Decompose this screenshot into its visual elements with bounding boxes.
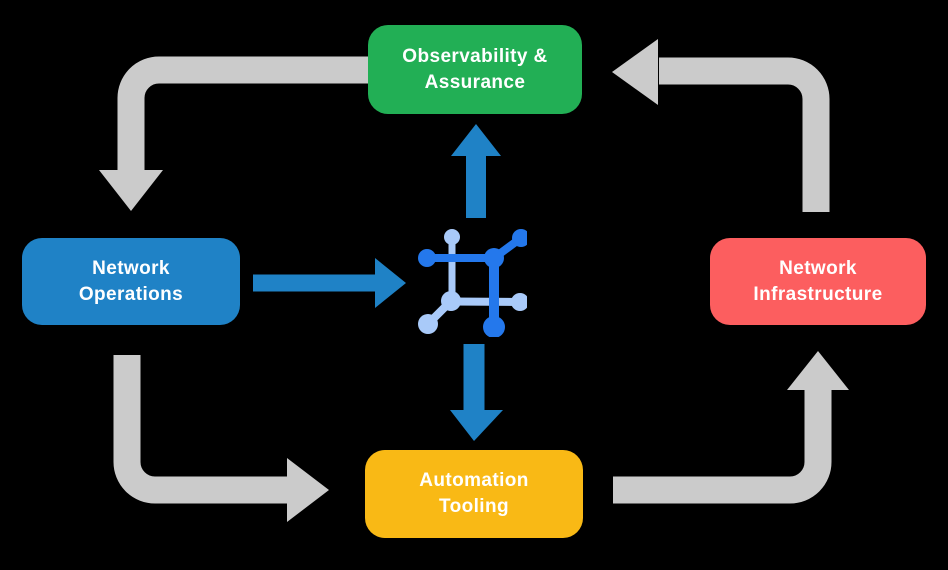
arrow-center-to-automation xyxy=(450,344,503,441)
node-label-line: Assurance xyxy=(424,71,526,93)
arrow-center-to-observability xyxy=(451,124,501,218)
node-automation-tooling: Automation Tooling xyxy=(365,450,583,538)
arrow-operations-to-automation xyxy=(113,355,329,522)
node-network-operations: Network Operations xyxy=(22,238,240,325)
node-label-line: Network xyxy=(92,257,170,279)
node-label-line: Automation xyxy=(419,470,529,491)
node-label-line: Observability & xyxy=(402,45,548,67)
arrow-automation-to-infrastructure xyxy=(613,351,849,504)
node-label-line: Tooling xyxy=(439,496,509,517)
arrow-operations-to-center xyxy=(253,258,406,308)
node-label-line: Infrastructure xyxy=(753,283,883,305)
arrow-observability-to-operations xyxy=(99,56,368,211)
arrow-infrastructure-to-observability xyxy=(612,39,830,212)
node-network-infrastructure: Network Infrastructure xyxy=(710,238,926,325)
node-label-line: Operations xyxy=(78,283,184,305)
node-observability-assurance: Observability & Assurance xyxy=(368,25,582,114)
node-label-line: Network xyxy=(779,257,857,279)
network-automation-icon xyxy=(418,229,527,337)
